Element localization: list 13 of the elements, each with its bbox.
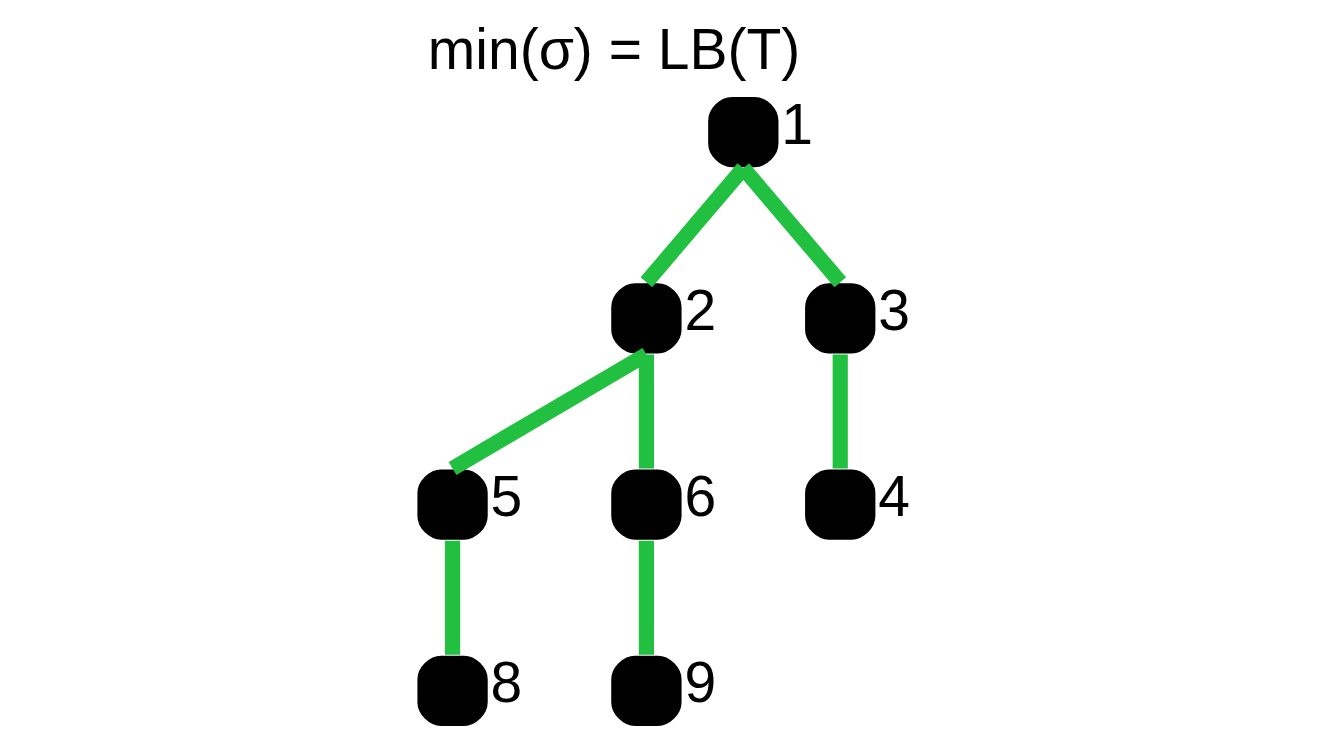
node-label: 6 bbox=[684, 463, 717, 528]
node-label: 8 bbox=[490, 650, 523, 715]
diagram-title: min(σ) = LB(T) bbox=[427, 17, 801, 82]
node-label: 3 bbox=[878, 277, 910, 342]
node-label: 4 bbox=[878, 463, 910, 528]
node-label: 2 bbox=[684, 277, 717, 342]
connector bbox=[832, 354, 848, 469]
node-label: 1 bbox=[781, 91, 814, 156]
connector bbox=[638, 354, 654, 469]
node-label: 5 bbox=[490, 463, 523, 528]
connector bbox=[444, 540, 461, 655]
node-label: 9 bbox=[684, 650, 717, 715]
connector bbox=[638, 540, 654, 655]
